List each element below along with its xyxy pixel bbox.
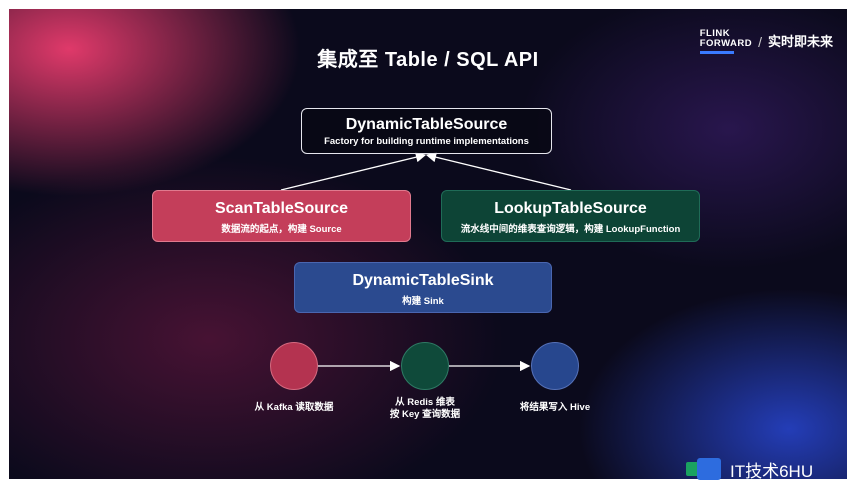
scan-table-source-box: ScanTableSource 数据流的起点，构建 Source [152,190,411,242]
arrow-lookup-to-source [425,152,572,191]
connector-lines [280,152,572,372]
box-desc: 流水线中间的维表查询逻辑，构建 LookupFunction [460,224,681,235]
dynamic-table-source-box: DynamicTableSource Factory for building … [301,108,552,154]
slide-title: 集成至 Table / SQL API [317,49,539,71]
logo-text-bottom: FORWARD [699,38,753,49]
logo-text-cn: 实时即未来 [767,34,833,49]
dynamic-table-sink-box: DynamicTableSink 构建 Sink [294,262,552,313]
flow-step-redis-line1: 从 Redis 维表 [395,397,455,408]
slide: 集成至 Table / SQL API FLINK FORWARD / 实时即未… [9,9,847,479]
watermark-text: IT技术6HU [730,461,814,481]
app-icon [686,456,724,482]
box-name: DynamicTableSink [352,272,494,289]
flow-step-redis-node [401,342,449,390]
box-desc: Factory for building runtime implementat… [324,136,529,147]
box-name: DynamicTableSource [345,116,508,133]
lookup-table-source-box: LookupTableSource 流水线中间的维表查询逻辑，构建 Lookup… [441,190,700,242]
flow-step-redis-label: 从 Redis 维表 按 Key 查询数据 [355,397,495,421]
flow-step-kafka-node [270,342,318,390]
box-name: LookupTableSource [494,200,647,217]
box-desc: 数据流的起点，构建 Source [221,224,342,235]
watermark: IT技术6HU [686,456,813,482]
flow-step-kafka-label: 从 Kafka 读取数据 [254,402,334,413]
box-name: ScanTableSource [214,200,349,217]
logo-text-top: FLINK [699,28,731,39]
box-desc: 构建 Sink [402,296,444,307]
flow-step-hive-node [531,342,579,390]
arrow-scan-to-source [280,152,427,191]
flow-step-redis-line2: 按 Key 查询数据 [389,409,461,420]
flow-step-hive-label: 将结果写入 Hive [519,402,591,413]
flink-forward-logo: FLINK FORWARD / 实时即未来 [699,28,833,54]
